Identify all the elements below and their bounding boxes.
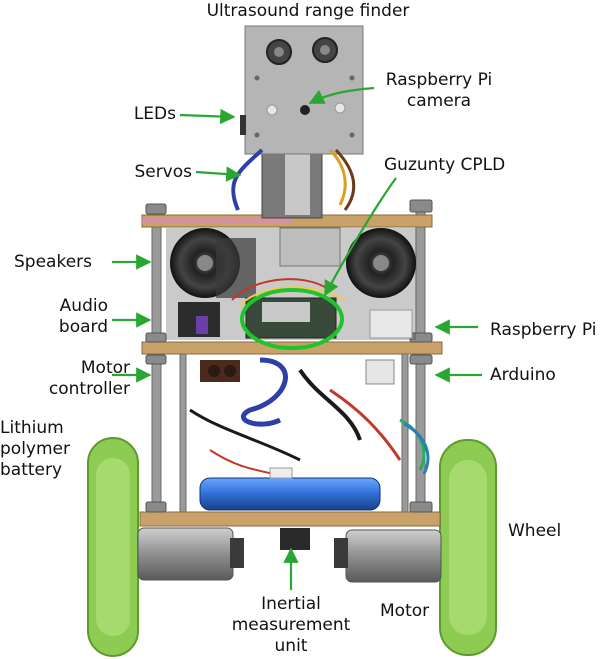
label-lithium-polymer-battery: Lithium polymer battery: [0, 418, 70, 480]
label-ultrasound-range-finder: Ultrasound range finder: [206, 1, 410, 21]
right-wheel: [439, 439, 497, 656]
label-motor: Motor: [380, 601, 430, 621]
label-servos: Servos: [134, 162, 192, 182]
plates: [139, 214, 443, 527]
label-arduino: Arduino: [490, 365, 556, 385]
nuts: [145, 199, 433, 513]
label-raspberry-pi: Raspberry Pi: [490, 320, 597, 340]
motors: [137, 527, 442, 583]
label-inertial-measurement-unit: Inertial measurement unit: [231, 594, 351, 656]
arrow-servos: [195, 166, 242, 182]
label-audio-board: Audio board: [58, 296, 108, 337]
annotation-arrows: [112, 86, 482, 590]
middle-level: [166, 227, 416, 340]
cpld-highlight-ellipse: [240, 288, 344, 350]
arrow-camera: [308, 86, 375, 104]
arrow-leds: [179, 108, 236, 125]
robot-illustration: [87, 25, 497, 657]
label-motor-controller: Motor controller: [48, 358, 130, 399]
label-speakers: Speakers: [14, 252, 93, 272]
label-leds: LEDs: [133, 104, 176, 124]
label-guzunty-cpld: Guzunty CPLD: [384, 155, 506, 175]
lower-level: [189, 357, 430, 511]
arrow-cpld: [324, 177, 397, 297]
sensor-head: [231, 25, 364, 219]
left-wheel: [87, 437, 139, 657]
label-wheel: Wheel: [508, 521, 562, 541]
label-raspberry-pi-camera: Raspberry Pi camera: [385, 70, 493, 111]
